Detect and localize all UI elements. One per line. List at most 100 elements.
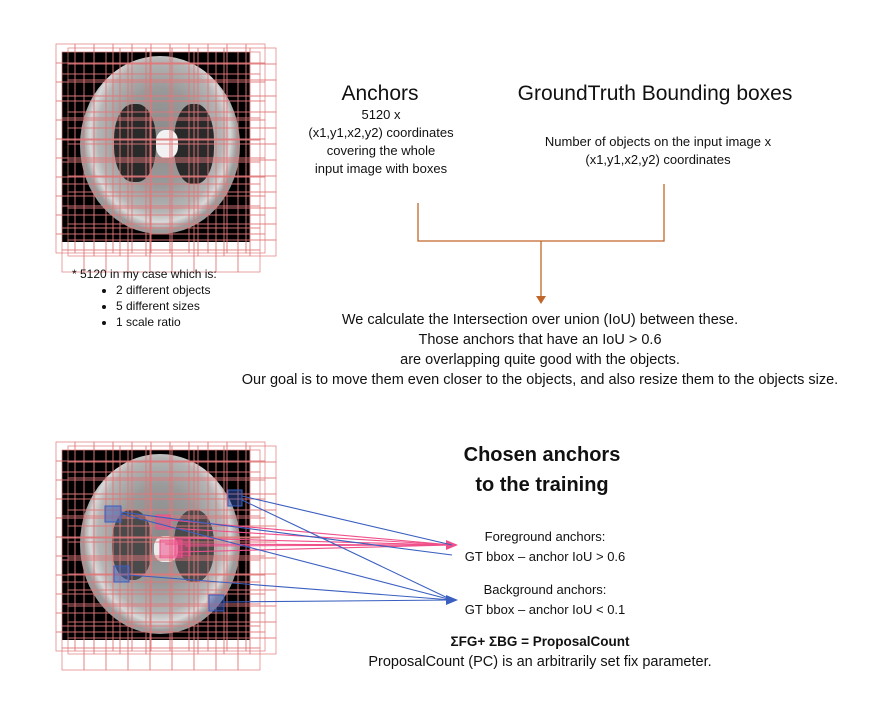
anchor-box (61, 493, 85, 517)
anchor-box (119, 477, 147, 495)
anchor-box (249, 493, 277, 511)
anchor-box (61, 205, 85, 229)
anchor-box (93, 195, 114, 216)
anchor-box (67, 239, 95, 257)
anchor-box (169, 555, 190, 576)
anchor-box (197, 637, 225, 655)
anchor-box (112, 119, 133, 140)
bracket-connector (417, 184, 665, 242)
anchor-box (61, 537, 85, 561)
iou-line-2: Those anchors that have an IoU > 0.6 (418, 332, 662, 348)
anchor-box (127, 205, 151, 229)
foreground-criterion: GT bbox – anchor IoU > 0.6 (464, 549, 626, 564)
anchor-box (93, 47, 121, 65)
anchor-box (55, 138, 76, 159)
anchor-box (237, 625, 261, 649)
anchor-box (197, 493, 225, 511)
anchor-box (226, 62, 247, 83)
anchor-box (93, 214, 114, 235)
anchor-box (55, 460, 76, 481)
anchor-box (119, 605, 147, 623)
anchor-box (61, 139, 85, 163)
anchor-box (150, 460, 171, 481)
anchor-box (67, 637, 95, 655)
anchor-box (237, 603, 261, 627)
anchor-box (131, 157, 152, 178)
anchor-box (237, 73, 261, 97)
anchor-box (67, 477, 95, 495)
anchor-count-note: * 5120 in my case which is: 2 different … (72, 266, 272, 330)
anchor-box (119, 127, 147, 145)
anchor-box (112, 62, 133, 83)
anchor-grid-bottom (55, 441, 277, 671)
anchor-box (105, 227, 129, 251)
anchor-box (149, 603, 173, 627)
anchor-box (105, 183, 129, 207)
anchor-box (55, 441, 76, 462)
anchor-box (83, 559, 107, 583)
anchor-box (197, 95, 225, 113)
iou-line-4: Our goal is to move them even closer to … (241, 372, 839, 388)
anchor-box (74, 441, 95, 462)
anchor-box (193, 183, 217, 207)
anchor-box (249, 637, 277, 655)
anchor-box (67, 605, 95, 623)
lung-left (114, 104, 156, 182)
anchor-box (131, 119, 152, 140)
anchor-box (74, 555, 95, 576)
anchor-box (226, 43, 247, 64)
anchor-box (112, 81, 133, 102)
anchor-box (193, 559, 217, 583)
anchor-box (127, 559, 151, 583)
anchor-box (83, 227, 107, 251)
anchor-box (67, 143, 95, 161)
anchor-box (131, 62, 152, 83)
anchor-box (149, 161, 173, 185)
iou-explanation: We calculate the Intersection over union… (220, 310, 860, 390)
anchor-box (169, 612, 190, 633)
anchor-box (93, 138, 114, 159)
anchor-box (150, 138, 171, 159)
anchor-box (237, 183, 261, 207)
anchor-box (149, 139, 173, 163)
anchor-box (93, 95, 121, 113)
anchor-box (131, 195, 152, 216)
anchor-box (93, 441, 114, 462)
anchor-box (93, 207, 121, 225)
anchor-box (245, 214, 266, 235)
anchor-box (169, 441, 190, 462)
anchor-box (55, 593, 76, 614)
anchor-box (112, 176, 133, 197)
anchor-box (61, 581, 85, 605)
note-list: 2 different objects 5 different sizes 1 … (72, 282, 272, 330)
anchor-box (237, 647, 261, 671)
anchor-box (149, 117, 173, 141)
anchor-box (93, 574, 114, 595)
anchor-box (249, 557, 277, 575)
anchor-box (245, 631, 266, 652)
anchor-box (149, 183, 173, 207)
anchor-box (169, 43, 190, 64)
anchor-box (83, 515, 107, 539)
chosen-title-line-2: to the training (475, 474, 609, 496)
foreground-anchors-label: Foreground anchors: GT bbox – anchor IoU… (450, 528, 640, 566)
anchor-box (74, 100, 95, 121)
anchor-box (119, 79, 147, 97)
foreground-arrow (177, 544, 453, 553)
background-arrow (223, 599, 453, 603)
groundtruth-title: GroundTruth Bounding boxes (517, 82, 793, 105)
anchor-box (93, 460, 114, 481)
anchor-box (249, 95, 277, 113)
groundtruth-description: Number of objects on the input image x (… (520, 133, 796, 169)
anchor-box (105, 205, 129, 229)
anchor-box (245, 233, 266, 254)
anchor-box (149, 471, 173, 495)
anchor-box (249, 143, 277, 161)
anchor-box (197, 47, 225, 65)
note-item: 2 different objects (116, 282, 272, 298)
anchor-box (93, 143, 121, 161)
anchor-box (93, 159, 121, 177)
anchors-line-1: 5120 x (361, 107, 401, 122)
anchor-box (150, 612, 171, 633)
anchor-box (245, 43, 266, 64)
